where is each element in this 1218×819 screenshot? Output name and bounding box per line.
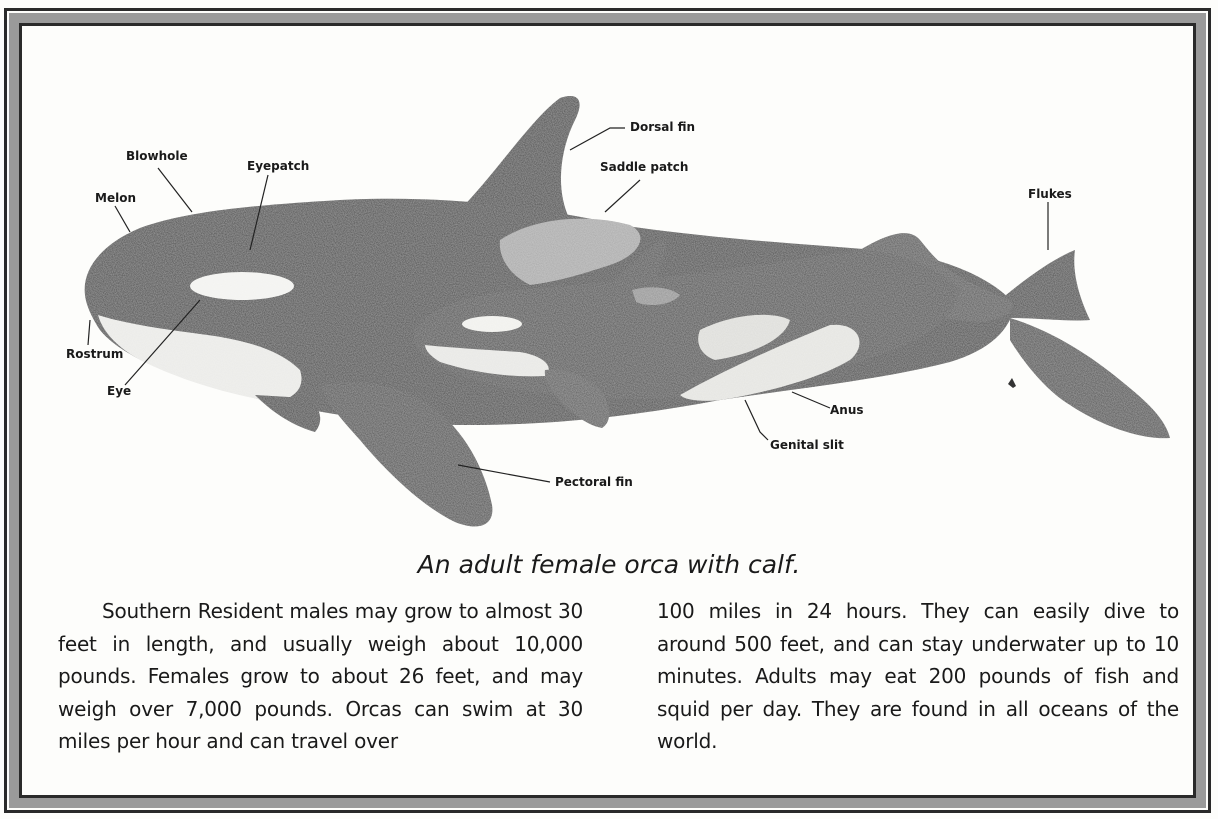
label-eyepatch: Eyepatch bbox=[247, 159, 309, 173]
label-rostrum: Rostrum bbox=[66, 347, 123, 361]
leader-line-saddle-patch bbox=[605, 180, 640, 212]
label-pectoral-fin: Pectoral fin bbox=[555, 475, 633, 489]
label-blowhole: Blowhole bbox=[126, 149, 188, 163]
label-genital-slit: Genital slit bbox=[770, 438, 844, 452]
paragraph-left-column: Southern Resident males may grow to almo… bbox=[58, 595, 583, 758]
leader-line-anus bbox=[792, 392, 830, 408]
label-anus: Anus bbox=[830, 403, 864, 417]
label-dorsal-fin: Dorsal fin bbox=[630, 120, 695, 134]
leader-line-melon bbox=[115, 206, 130, 232]
label-saddle-patch: Saddle patch bbox=[600, 160, 688, 174]
adult-eyepatch bbox=[190, 272, 294, 300]
adult-flukes-lower bbox=[1010, 318, 1170, 438]
leader-line-dorsal-fin bbox=[570, 128, 625, 150]
paragraph-right-column: 100 miles in 24 hours. They can easily d… bbox=[657, 595, 1179, 758]
tiny-figure-icon bbox=[1008, 378, 1016, 388]
label-flukes: Flukes bbox=[1028, 187, 1072, 201]
label-eye: Eye bbox=[107, 384, 131, 398]
leader-line-rostrum bbox=[88, 320, 90, 345]
leader-line-genital-slit bbox=[745, 400, 768, 440]
label-melon: Melon bbox=[95, 191, 136, 205]
adult-dorsal-fin bbox=[455, 96, 580, 220]
leader-line-blowhole bbox=[158, 168, 192, 212]
calf-eyepatch bbox=[462, 316, 522, 332]
figure-caption: An adult female orca with calf. bbox=[0, 550, 1218, 579]
